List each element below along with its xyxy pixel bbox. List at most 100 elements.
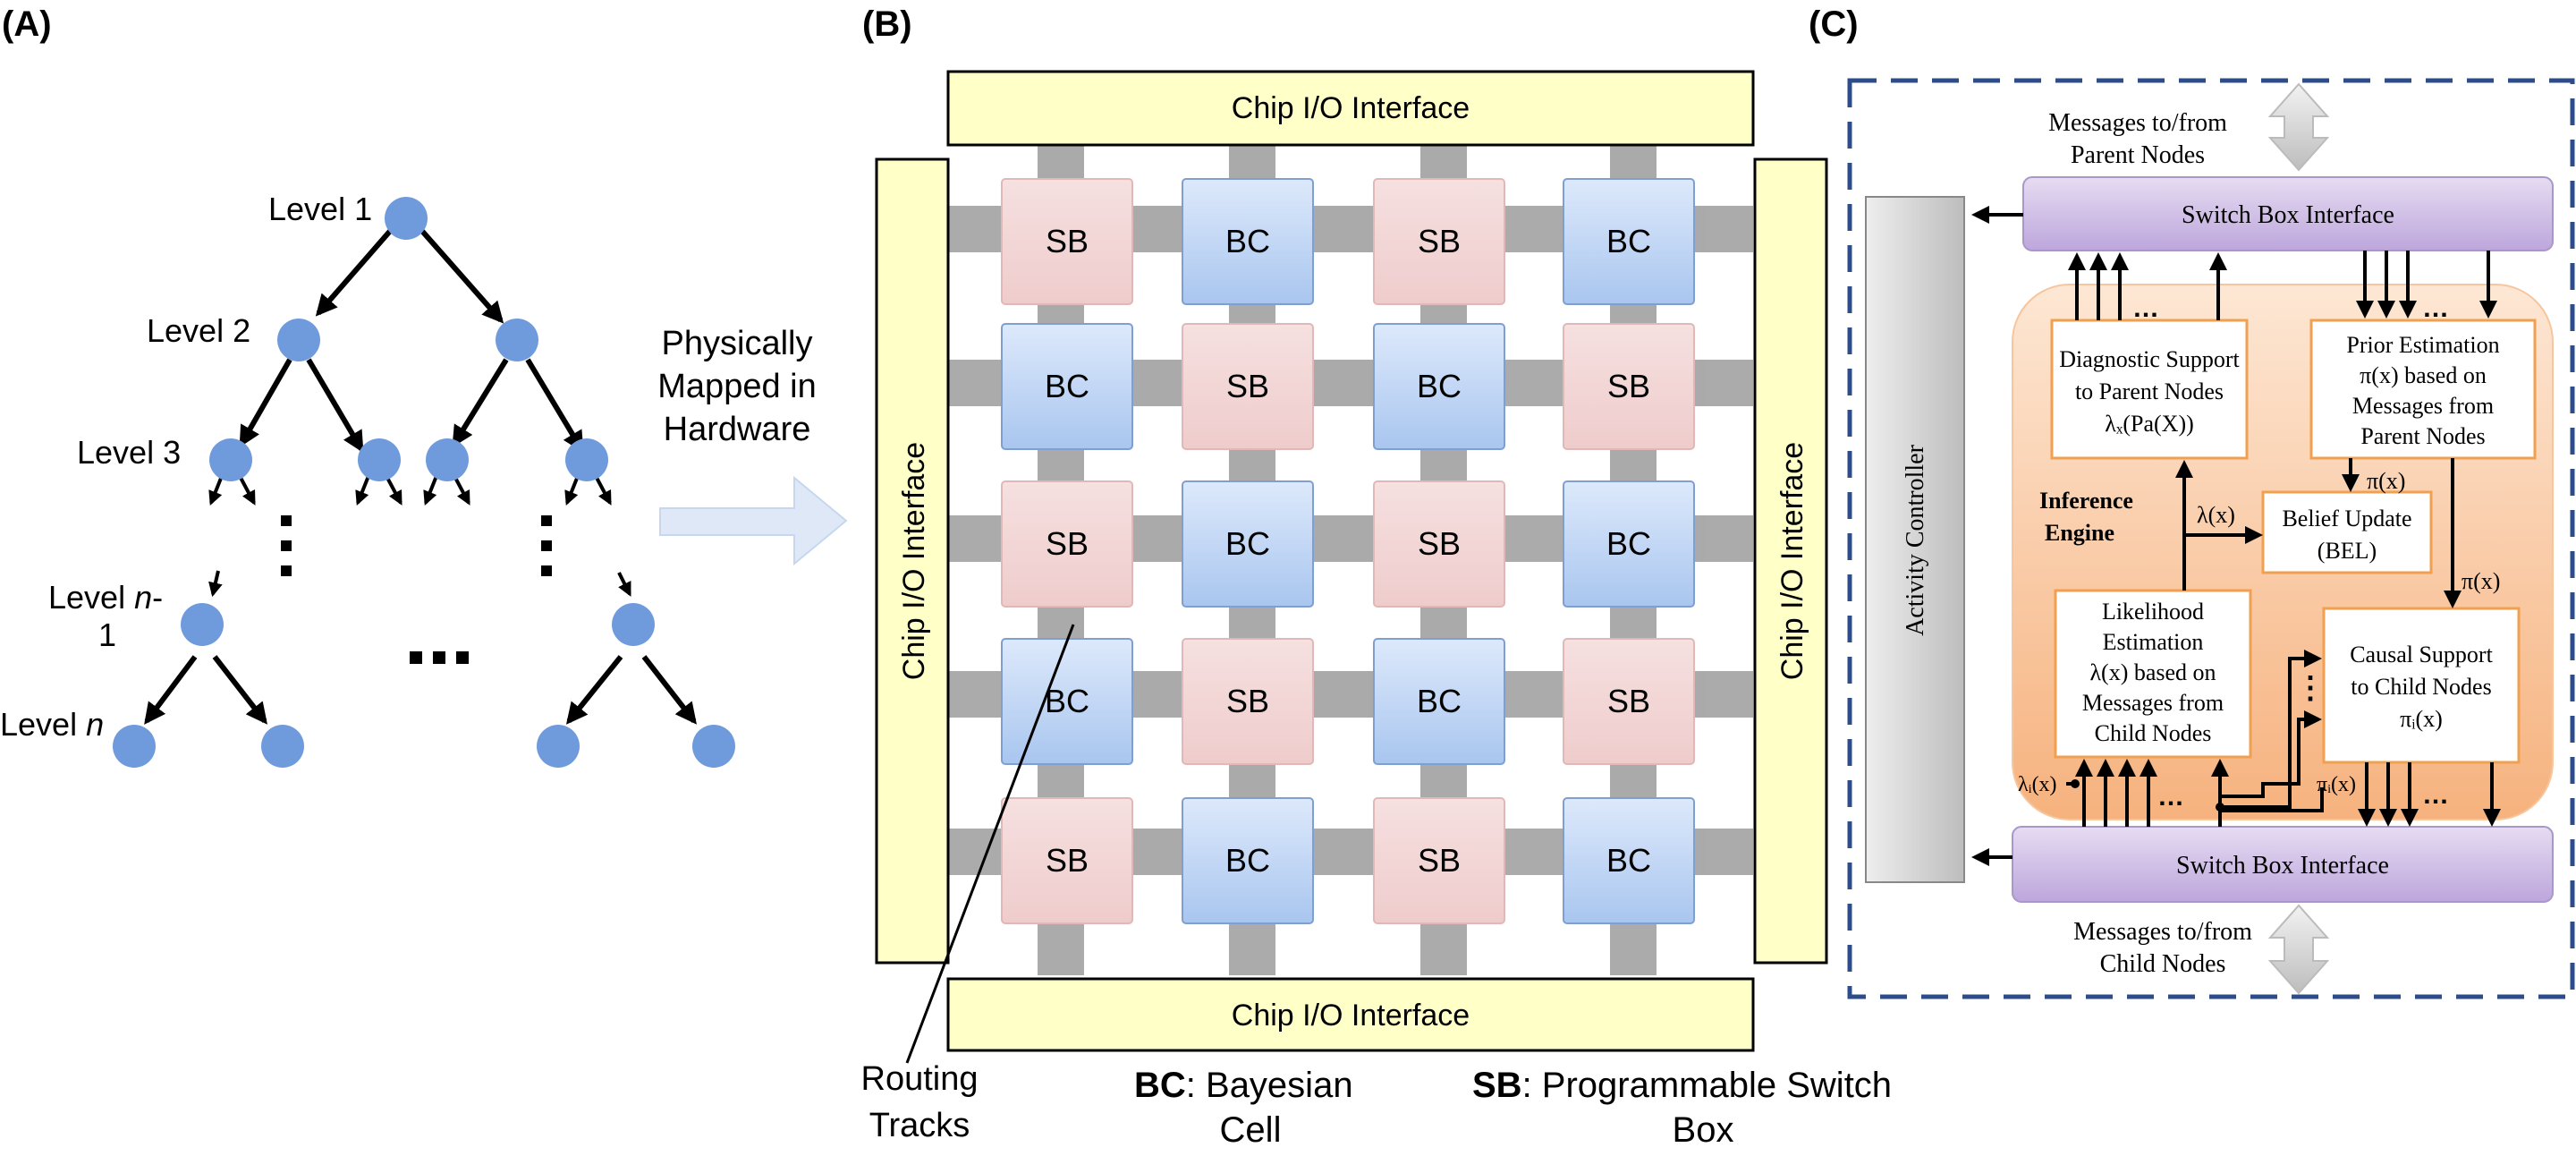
bayesian-cell: BC — [1563, 178, 1695, 305]
switch-box-cell: SB — [1001, 480, 1133, 608]
chip-io-right-label: Chip I/O Interface — [1775, 442, 1809, 680]
inference-engine-label: Inference Engine — [2039, 488, 2133, 546]
svg-text:Diagnostic Support: Diagnostic Support — [2059, 346, 2240, 372]
cell-label: SB — [1418, 525, 1461, 562]
svg-text:Physically: Physically — [662, 325, 813, 362]
prior-estimation-box: Prior Estimation π(x) based on Messages … — [2309, 319, 2537, 460]
switch-box-cell: SB — [1563, 323, 1695, 450]
tree-node — [261, 725, 304, 768]
svg-text:Child Nodes: Child Nodes — [2095, 720, 2212, 746]
lambda-i-label: λᵢ(x) — [2018, 773, 2057, 796]
svg-text:Messages to/from: Messages to/from — [2048, 109, 2227, 137]
causal-output-arrows — [2358, 762, 2501, 827]
bayesian-cell: BC — [1373, 323, 1505, 450]
cell-label: SB — [1226, 683, 1269, 719]
likelihood-input-dots: … — [2157, 782, 2184, 812]
bayesian-cell: BC — [1182, 797, 1314, 924]
svg-text:Causal Support: Causal Support — [2350, 642, 2493, 667]
panel-a: (A) — [0, 4, 848, 768]
svg-text:to Child Nodes: to Child Nodes — [2351, 674, 2491, 700]
cell-label: BC — [1606, 525, 1651, 562]
causal-input-wires — [2220, 650, 2324, 812]
svg-text:Messages to/from: Messages to/from — [2073, 918, 2252, 946]
belief-update-box: Belief Update (BEL) — [2261, 490, 2433, 574]
bayesian-cell: BC — [1182, 480, 1314, 608]
tree-node — [537, 725, 580, 768]
switch-box-bottom-label: Switch Box Interface — [2176, 852, 2389, 880]
prior-input-arrows — [2356, 251, 2497, 319]
diagnostic-support-box: Diagnostic Support to Parent Nodes λₓ(Pa… — [2050, 319, 2249, 460]
diagnostic-output-arrows — [2068, 252, 2227, 320]
bayesian-cell: BC — [1182, 178, 1314, 305]
pi-x-label-belief: π(x) — [2367, 468, 2405, 494]
activity-controller — [1865, 196, 1965, 883]
cell-label: BC — [1225, 223, 1270, 259]
chip-io-top: Chip I/O Interface — [946, 70, 1755, 147]
chip-io-right: Chip I/O Interface — [1753, 157, 1828, 965]
tree-node — [565, 438, 608, 481]
svg-text:Child Nodes: Child Nodes — [2100, 950, 2226, 978]
switch-box-cell: SB — [1373, 797, 1505, 924]
chip-io-top-label: Chip I/O Interface — [1232, 91, 1470, 125]
switch-box-cell: SB — [1001, 797, 1133, 924]
svg-text:(BEL): (BEL) — [2318, 538, 2377, 564]
tree-node — [692, 725, 735, 768]
tree-node — [181, 603, 224, 646]
tree-nodes — [113, 197, 735, 768]
cell-label: SB — [1607, 683, 1650, 719]
switch-box-cell: SB — [1563, 638, 1695, 765]
switch-box-cell: SB — [1182, 323, 1314, 450]
tree-node — [358, 438, 401, 481]
svg-text:Box: Box — [1673, 1110, 1734, 1150]
tree-node — [209, 438, 252, 481]
bc-legend: BC: Bayesian Cell — [1134, 1066, 1353, 1150]
pi-i-label: πᵢ(x) — [2317, 773, 2356, 796]
svg-text:Prior Estimation: Prior Estimation — [2346, 332, 2499, 358]
chip-io-left-label: Chip I/O Interface — [897, 442, 931, 680]
chip-io-left: Chip I/O Interface — [875, 157, 950, 965]
svg-text:Belief Update: Belief Update — [2282, 506, 2411, 531]
level-1-label: Level 1 — [268, 191, 372, 227]
svg-text:Parent Nodes: Parent Nodes — [2071, 141, 2205, 169]
bayesian-cell: BC — [1373, 638, 1505, 765]
cell-label: BC — [1417, 683, 1462, 719]
bayesian-cell: BC — [1001, 323, 1133, 450]
svg-text:Inference: Inference — [2039, 488, 2133, 514]
bayesian-cell: BC — [1563, 480, 1695, 608]
svg-text:Mapped in: Mapped in — [657, 368, 816, 405]
activity-controller-label: Activity Controller — [1902, 444, 1929, 636]
svg-text:BC: Bayesian: BC: Bayesian — [1134, 1066, 1353, 1105]
level-n-minus-1-label-line2: 1 — [98, 616, 116, 653]
svg-text:Parent Nodes: Parent Nodes — [2360, 423, 2485, 449]
mapped-label: Physically Mapped in Hardware — [657, 325, 816, 448]
cell-label: BC — [1606, 842, 1651, 879]
svg-text:Messages from: Messages from — [2082, 690, 2224, 716]
panel-a-label: (A) — [2, 4, 52, 44]
svg-text:Messages from: Messages from — [2352, 393, 2494, 419]
panel-b-label: (B) — [862, 4, 912, 44]
svg-text:λₓ(Pa(X)): λₓ(Pa(X)) — [2105, 411, 2194, 437]
diagnostic-output-dots: … — [2132, 293, 2159, 323]
level-n-minus-1-label: Level n- — [48, 579, 163, 616]
svg-text:π(x) based on: π(x) based on — [2360, 362, 2487, 388]
svg-text:Routing: Routing — [861, 1060, 979, 1098]
svg-text:to Parent Nodes: to Parent Nodes — [2075, 378, 2224, 404]
pi-x-label-causal: π(x) — [2462, 568, 2500, 594]
child-messages-label: Messages to/from Child Nodes — [2073, 918, 2252, 978]
cell-label: SB — [1046, 223, 1089, 259]
parent-messages-arrow-icon — [2267, 82, 2330, 172]
tree-node — [426, 438, 469, 481]
tree-node — [496, 319, 538, 361]
switch-box-cell: SB — [1373, 480, 1505, 608]
switch-box-bottom — [2012, 826, 2554, 903]
tree-ellipses — [281, 515, 552, 664]
tree-node — [385, 197, 428, 240]
panel-c-label: (C) — [1809, 4, 1859, 44]
switch-box-cell: SB — [1182, 638, 1314, 765]
cell-label: BC — [1225, 525, 1270, 562]
level-2-label: Level 2 — [147, 312, 250, 349]
chip-io-bottom-label: Chip I/O Interface — [1232, 999, 1470, 1033]
tree-stub-arrows — [208, 475, 631, 598]
